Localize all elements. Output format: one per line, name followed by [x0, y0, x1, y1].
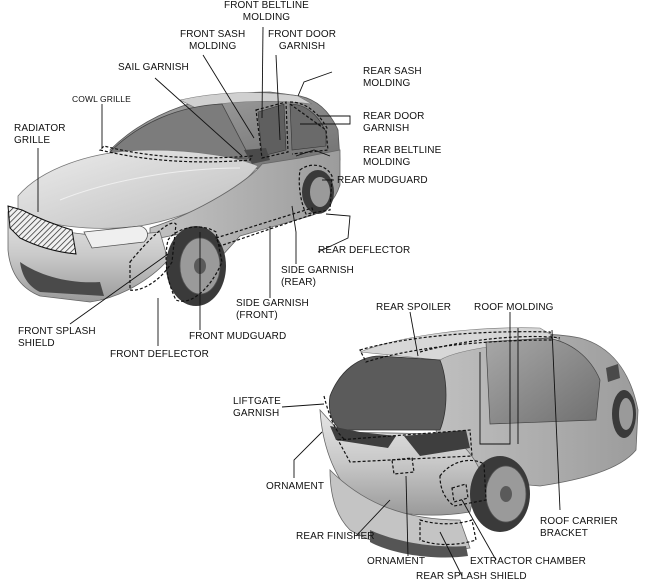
leader-lines — [37, 26, 561, 577]
label-rear-door-garnish: REAR DOOR GARNISH — [363, 111, 425, 134]
label-liftgate-garnish: LIFTGATE GARNISH — [233, 396, 281, 419]
label-radiator-grille: RADIATOR GRILLE — [14, 123, 66, 146]
label-front-splash-shield: FRONT SPLASH SHIELD — [18, 326, 96, 349]
label-cowl-grille: COWL GRILLE — [72, 94, 131, 104]
label-sail-garnish: SAIL GARNISH — [118, 62, 189, 73]
label-rear-splash-shield: REAR SPLASH SHIELD — [416, 571, 527, 582]
label-front-deflector: FRONT DEFLECTOR — [110, 349, 209, 360]
front-vehicle — [7, 91, 341, 306]
label-side-garnish-front: SIDE GARNISH (FRONT) — [236, 298, 309, 321]
label-side-garnish-rear: SIDE GARNISH (REAR) — [281, 265, 354, 288]
label-roof-molding: ROOF MOLDING — [474, 302, 554, 313]
label-rear-sash-molding: REAR SASH MOLDING — [363, 66, 422, 89]
label-front-beltline-molding: FRONT BELTLINE MOLDING — [224, 0, 309, 23]
label-rear-finisher: REAR FINISHER — [296, 531, 375, 542]
label-ornament-upper: ORNAMENT — [266, 481, 325, 492]
label-front-mudguard: FRONT MUDGUARD — [189, 331, 287, 342]
label-ornament-lower: ORNAMENT — [367, 556, 426, 567]
label-front-door-garnish: FRONT DOOR GARNISH — [268, 29, 337, 52]
label-rear-mudguard: REAR MUDGUARD — [337, 175, 428, 186]
rear-vehicle — [319, 327, 639, 558]
label-extractor-chamber: EXTRACTOR CHAMBER — [470, 556, 586, 567]
label-rear-spoiler: REAR SPOILER — [376, 302, 452, 313]
label-front-sash-molding: FRONT SASH MOLDING — [180, 29, 246, 52]
label-rear-beltline-molding: REAR BELTLINE MOLDING — [363, 145, 442, 168]
label-rear-deflector: REAR DEFLECTOR — [318, 245, 411, 256]
label-roof-carrier-bracket: ROOF CARRIER BRACKET — [540, 516, 618, 539]
